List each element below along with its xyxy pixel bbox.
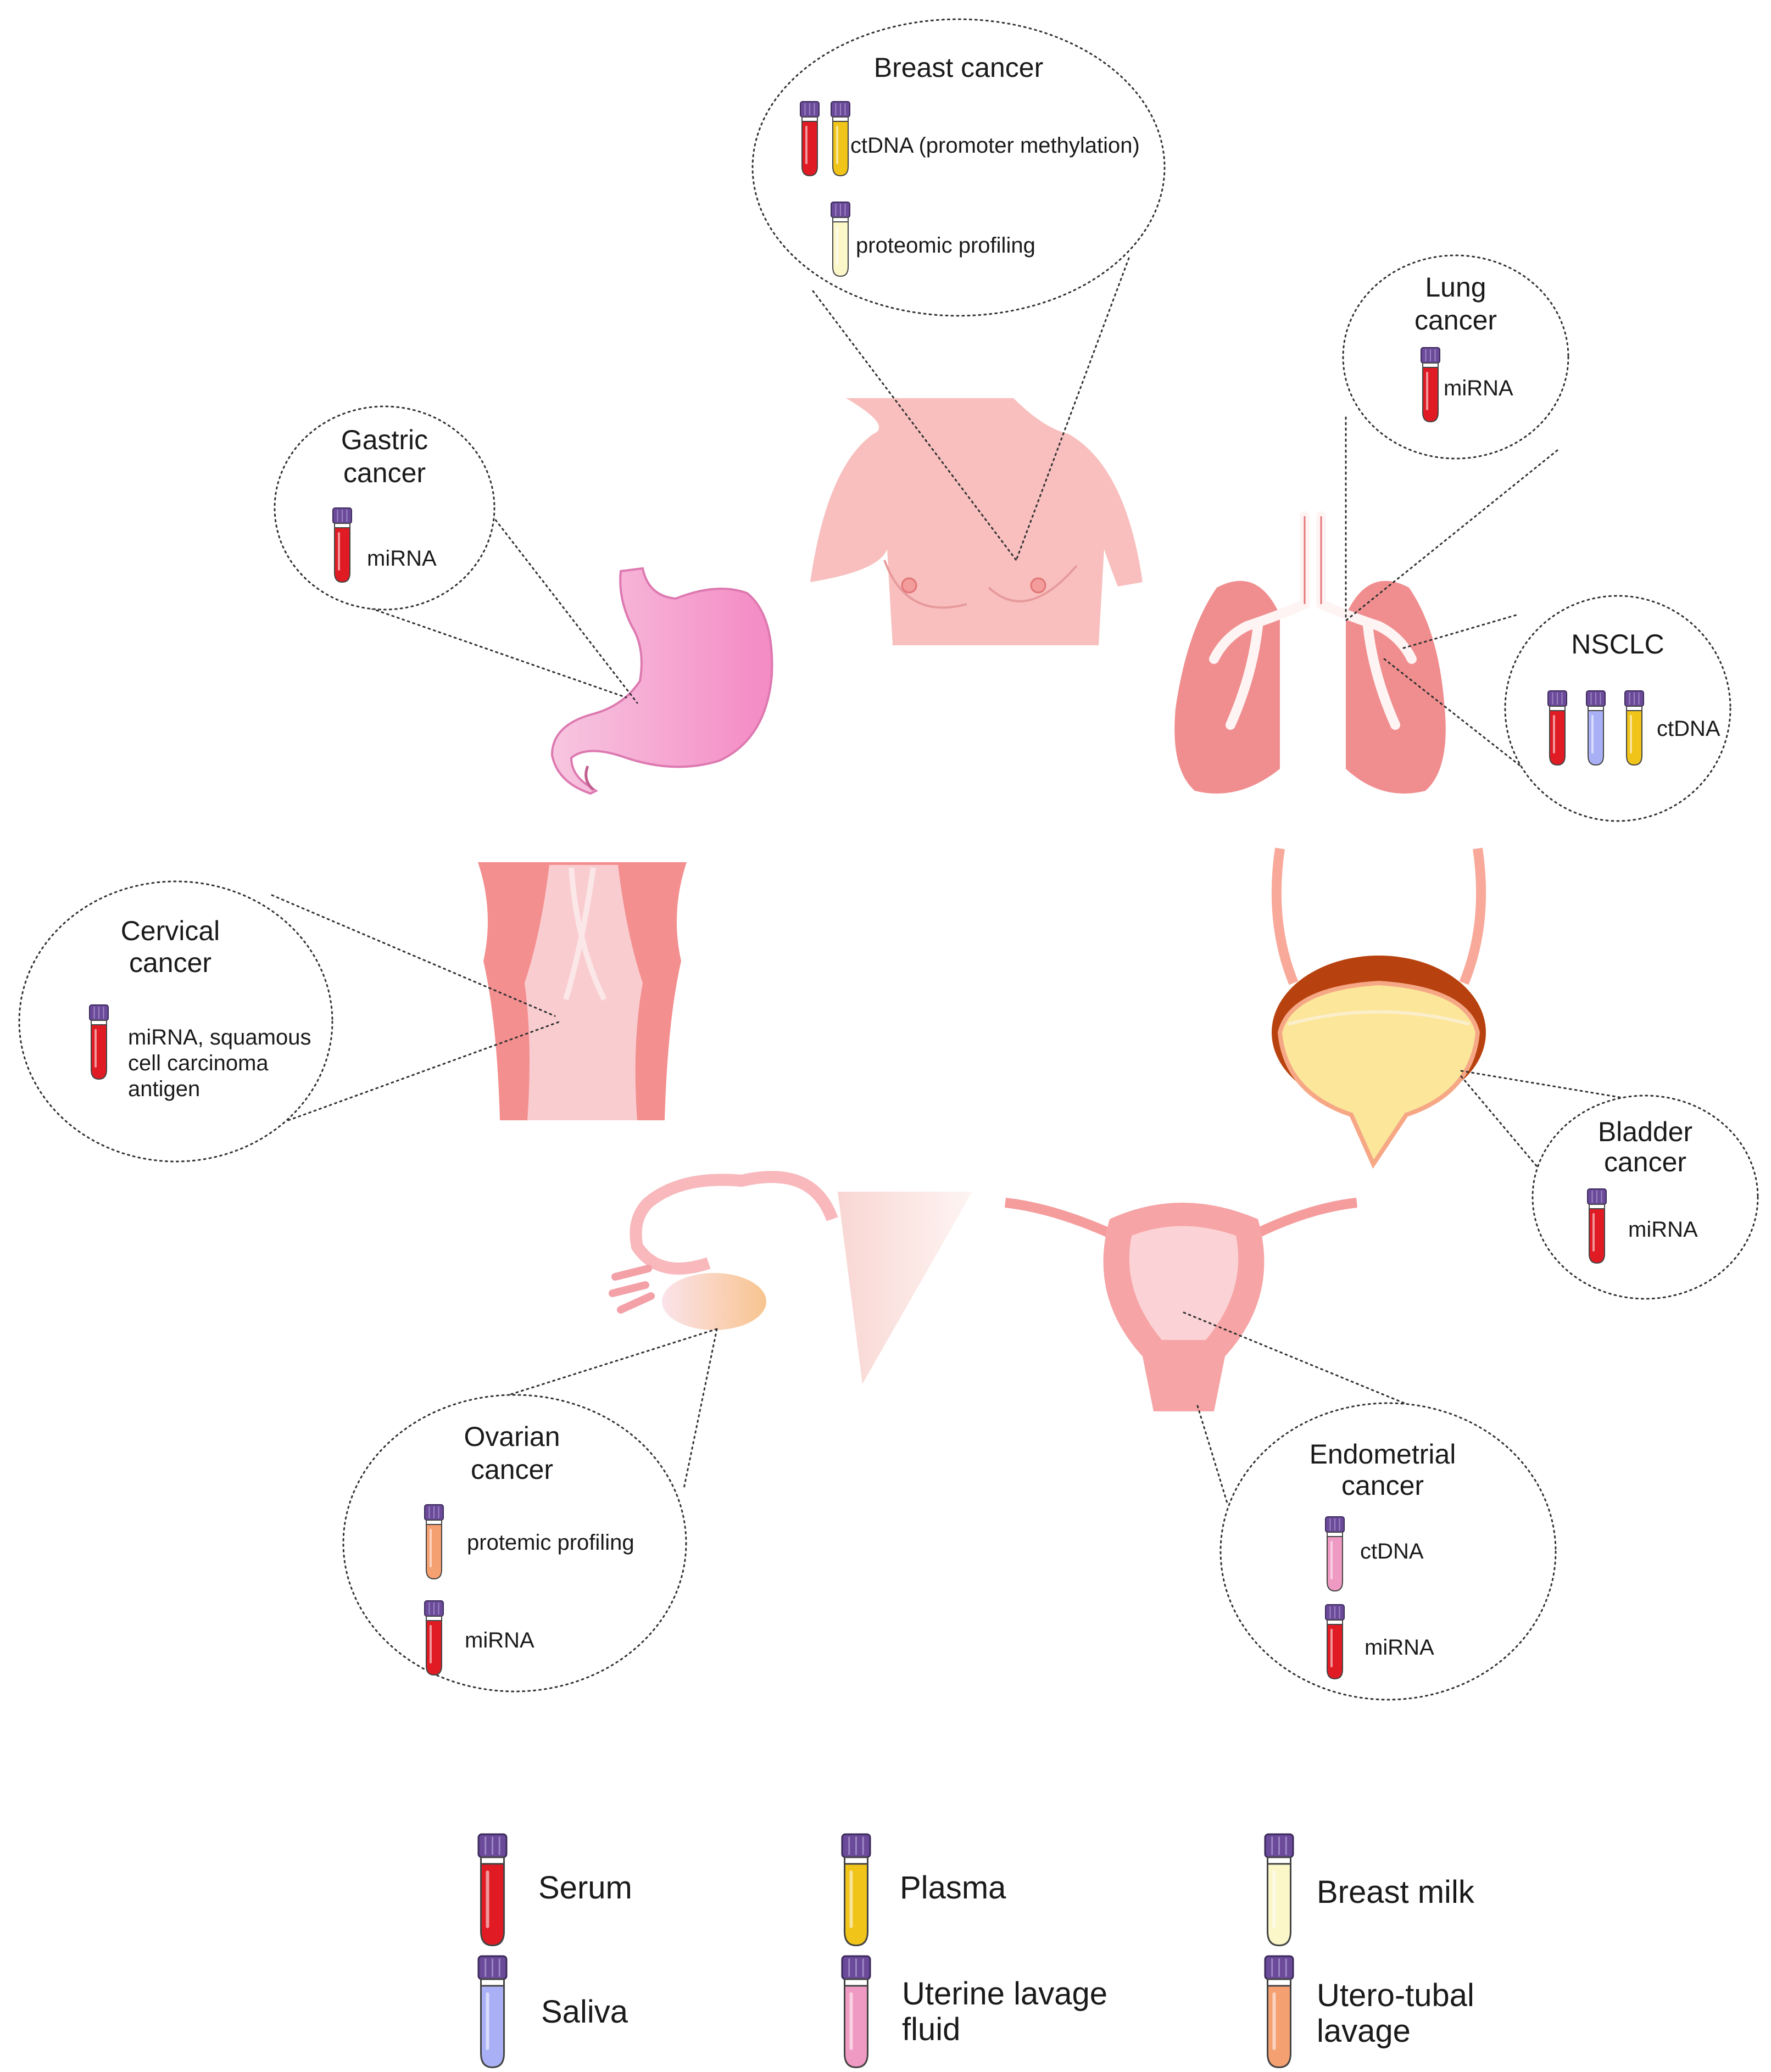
cervical-bubble-title-1: Cervical bbox=[121, 915, 220, 946]
legend-tube-utero-tubal bbox=[1264, 1955, 1294, 2069]
ovarian-tube-serum bbox=[424, 1600, 444, 1676]
breast-tube-plasma bbox=[831, 101, 850, 177]
breast-illustration bbox=[810, 398, 1143, 645]
lung-bubble bbox=[1342, 254, 1569, 460]
breast-tube-serum bbox=[800, 101, 820, 177]
tube-body bbox=[1589, 1208, 1605, 1264]
tube-body bbox=[1267, 1863, 1291, 1947]
nsclc-tube-serum bbox=[1547, 690, 1567, 766]
legend-label-plasma: Plasma bbox=[900, 1870, 1006, 1906]
lung-item-mirna: miRNA bbox=[1444, 376, 1513, 400]
bladder-illustration bbox=[1271, 847, 1486, 1169]
tube-body bbox=[832, 121, 849, 177]
breast-item-proteomic: proteomic profiling bbox=[856, 233, 1035, 258]
tube-body bbox=[91, 1024, 107, 1080]
legend-tube-plasma bbox=[841, 1833, 871, 1947]
nsclc-bubble bbox=[1504, 595, 1731, 822]
tube-body bbox=[480, 1863, 505, 1947]
legend-label-serum: Serum bbox=[538, 1870, 632, 1906]
lung-bubble-title-1: Lung bbox=[1425, 272, 1486, 303]
gastric-bubble-title-2: cancer bbox=[343, 457, 426, 488]
cervical-item-line-3: antigen bbox=[128, 1077, 200, 1101]
legend-label-saliva: Saliva bbox=[541, 1994, 628, 2030]
endometrial-bubble-title-2: cancer bbox=[1341, 1470, 1424, 1501]
nsclc-tube-plasma bbox=[1624, 690, 1644, 766]
endometrial-bubble bbox=[1219, 1402, 1557, 1701]
breast-bubble-title: Breast cancer bbox=[874, 52, 1043, 83]
gastric-item-mirna: miRNA bbox=[367, 546, 437, 571]
tube-body bbox=[426, 1620, 442, 1676]
legend-label-uterine-lavage-2: fluid bbox=[902, 2012, 960, 2047]
tube-body bbox=[334, 527, 350, 583]
tube-body bbox=[1267, 1985, 1291, 2069]
tube-body bbox=[1422, 367, 1439, 423]
bladder-bubble-title-2: cancer bbox=[1604, 1147, 1686, 1177]
bladder-item-mirna: miRNA bbox=[1628, 1217, 1698, 1242]
cervical-bubble bbox=[18, 880, 333, 1163]
bladder-tube-serum bbox=[1587, 1188, 1607, 1264]
legend-label-uterine-lavage-1: Uterine lavage bbox=[902, 1976, 1107, 2012]
ovarian-item-proteomic: protemic profiling bbox=[467, 1531, 634, 1555]
legend-tube-breast-milk bbox=[1264, 1833, 1294, 1947]
ovarian-item-mirna: miRNA bbox=[465, 1628, 534, 1652]
legend-tube-serum bbox=[477, 1833, 508, 1947]
tube-body bbox=[832, 221, 849, 277]
nsclc-item-ctdna: ctDNA bbox=[1657, 717, 1720, 741]
endometrial-tube-serum bbox=[1325, 1604, 1345, 1680]
legend-tube-saliva bbox=[477, 1955, 508, 2069]
gastric-bubble bbox=[274, 405, 495, 611]
endometrial-bubble-title-1: Endometrial bbox=[1310, 1439, 1456, 1470]
stomach-illustration bbox=[550, 567, 773, 795]
uterus-illustration bbox=[1005, 1198, 1357, 1411]
bladder-bubble-title-1: Bladder bbox=[1598, 1116, 1692, 1147]
cervical-item-line-2: cell carcinoma bbox=[128, 1051, 269, 1075]
tube-body bbox=[426, 1524, 442, 1580]
legend-label-breast-milk: Breast milk bbox=[1317, 1874, 1475, 1910]
nsclc-bubble-title: NSCLC bbox=[1571, 629, 1664, 660]
endometrial-tube-uterine-lavage bbox=[1325, 1516, 1345, 1592]
gastric-tube-serum bbox=[332, 507, 352, 583]
cervical-bubble-title-2: cancer bbox=[129, 947, 211, 978]
tube-body bbox=[1549, 710, 1566, 766]
legend-label-utero-tubal-1: Utero-tubal bbox=[1317, 1978, 1474, 2013]
endometrial-item-ctdna: ctDNA bbox=[1360, 1539, 1424, 1563]
gastric-bubble-title-1: Gastric bbox=[341, 425, 428, 455]
ovarian-bubble-title-2: cancer bbox=[471, 1454, 553, 1485]
breast-tube-milk bbox=[831, 202, 850, 277]
ovarian-tube-utero-tubal bbox=[424, 1504, 444, 1580]
legend-label-utero-tubal-2: lavage bbox=[1317, 2013, 1411, 2049]
cervical-item-line-1: miRNA, squamous bbox=[128, 1025, 311, 1049]
breast-item-ctdna: ctDNA (promoter methylation) bbox=[850, 133, 1140, 158]
ovarian-bubble-title-1: Ovarian bbox=[464, 1421, 560, 1452]
lung-bubble-title-2: cancer bbox=[1414, 305, 1497, 336]
legend-tube-uterine-lavage bbox=[841, 1955, 871, 2069]
lungs-illustration bbox=[1174, 511, 1446, 794]
tube-body bbox=[1327, 1536, 1343, 1592]
breast-bubble bbox=[751, 18, 1166, 317]
legend: Serum Plasma Breast milk Saliva Uterine … bbox=[477, 1833, 1475, 2069]
ovary-tube-illustration bbox=[609, 1171, 972, 1384]
tube-body bbox=[1626, 710, 1642, 766]
nsclc-tube-saliva bbox=[1586, 690, 1606, 766]
cervix-illustration bbox=[478, 862, 687, 1120]
endometrial-item-mirna: miRNA bbox=[1365, 1635, 1434, 1660]
tube-body bbox=[844, 1985, 868, 2069]
tube-body bbox=[1588, 710, 1604, 766]
lung-tube-serum bbox=[1421, 347, 1440, 423]
tube-body bbox=[480, 1985, 505, 2069]
tube-body bbox=[844, 1863, 868, 1947]
tube-body bbox=[1327, 1624, 1343, 1680]
tube-body bbox=[801, 121, 818, 177]
cervical-tube-serum bbox=[89, 1004, 109, 1080]
